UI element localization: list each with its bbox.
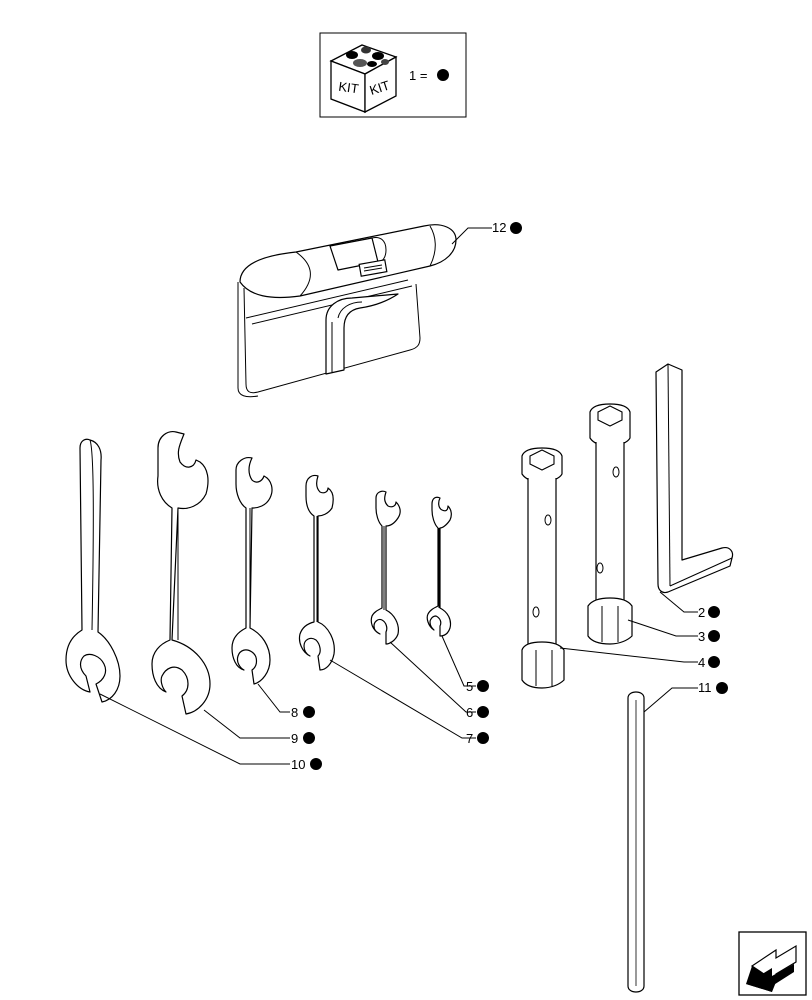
callout-number-12: 12 [492,220,506,235]
callout-3: 3 [698,629,720,644]
box-spanner-item-3 [587,403,633,645]
kit-box-icon: KIT KIT [329,44,398,114]
callout-number-10: 10 [291,757,305,772]
filled-dot-icon [477,706,489,718]
callout-number-8: 8 [291,705,298,720]
callout-6: 6 [466,705,489,720]
kit-equation: 1 = [409,68,427,83]
tool-pouch [237,224,457,398]
filled-dot-icon [477,680,489,692]
hex-key-item-2 [655,363,734,594]
callout-number-11: 11 [698,680,712,695]
callout-7: 7 [466,731,489,746]
filled-dot-icon [303,732,315,744]
callout-number-4: 4 [698,655,705,670]
callout-2: 2 [698,605,720,620]
filled-dot-icon [708,606,720,618]
filled-dot-icon [437,69,449,81]
wrench-item-6 [370,490,401,645]
filled-dot-icon [510,222,522,234]
filled-dot-icon [708,630,720,642]
callout-4: 4 [698,655,720,670]
callout-number-6: 6 [466,705,473,720]
callout-number-5: 5 [466,679,473,694]
kit-box-word-right: KIT [368,77,392,98]
wrench-item-7 [298,474,335,671]
wrench-item-8 [231,457,273,685]
wrench-item-5 [426,496,452,637]
filled-dot-icon [303,706,315,718]
callout-10: 10 [291,757,322,772]
kit-legend: KIT KIT 1 = [319,32,467,118]
filled-dot-icon [716,682,728,694]
callout-12: 12 [492,220,522,235]
callout-number-9: 9 [291,731,298,746]
box-spanner-item-4 [521,447,565,689]
next-page-arrow-icon[interactable] [738,931,807,996]
callout-8: 8 [291,705,315,720]
filled-dot-icon [477,732,489,744]
wrench-item-10 [65,438,121,703]
callout-number-2: 2 [698,605,705,620]
leader-lines [99,227,698,765]
kit-box-word-left: KIT [338,79,360,97]
callout-9: 9 [291,731,315,746]
tommy-bar-item-11 [627,691,645,993]
wrench-item-9 [151,431,211,715]
callout-5: 5 [466,679,489,694]
filled-dot-icon [708,656,720,668]
filled-dot-icon [310,758,322,770]
callout-number-7: 7 [466,731,473,746]
callout-number-3: 3 [698,629,705,644]
callout-11: 11 [698,680,728,695]
